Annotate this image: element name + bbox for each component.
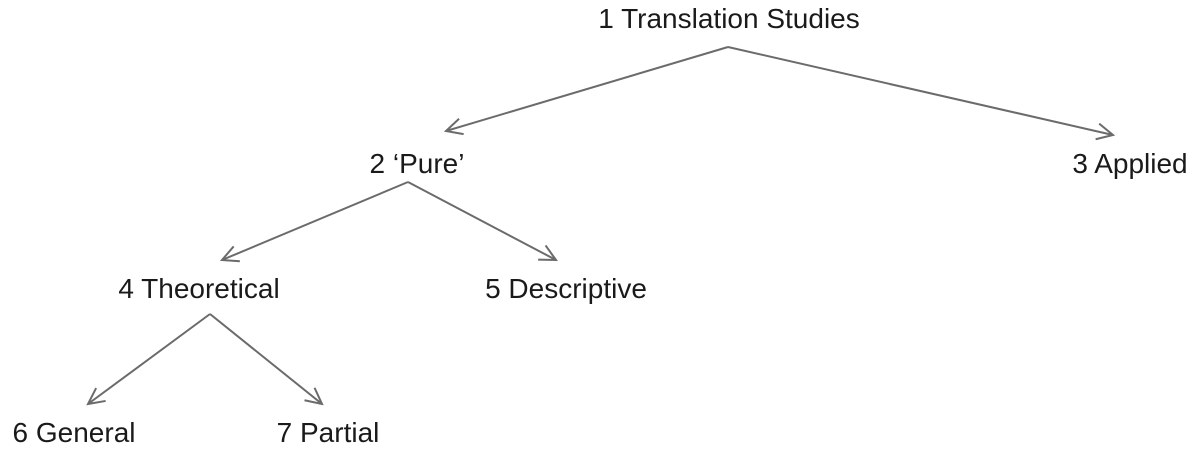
node-4-theoretical: 4 Theoretical bbox=[118, 273, 279, 304]
node-3-applied: 3 Applied bbox=[1072, 148, 1187, 179]
edge-1-to-2 bbox=[446, 46, 729, 131]
edge-4-to-7 bbox=[209, 313, 322, 404]
node-7-partial: 7 Partial bbox=[277, 417, 380, 448]
edge-1-to-3 bbox=[727, 46, 1113, 135]
node-1-translation-studies: 1 Translation Studies bbox=[598, 3, 860, 34]
node-2-pure: 2 ‘Pure’ bbox=[370, 148, 465, 179]
node-5-descriptive: 5 Descriptive bbox=[485, 273, 647, 304]
edge-2-to-4 bbox=[222, 181, 409, 260]
edges bbox=[88, 46, 1113, 404]
node-6-general: 6 General bbox=[13, 417, 136, 448]
edge-2-to-5 bbox=[407, 181, 556, 260]
edge-4-to-6 bbox=[88, 313, 211, 404]
nodes: 1 Translation Studies 2 ‘Pure’ 3 Applied… bbox=[13, 3, 1188, 448]
